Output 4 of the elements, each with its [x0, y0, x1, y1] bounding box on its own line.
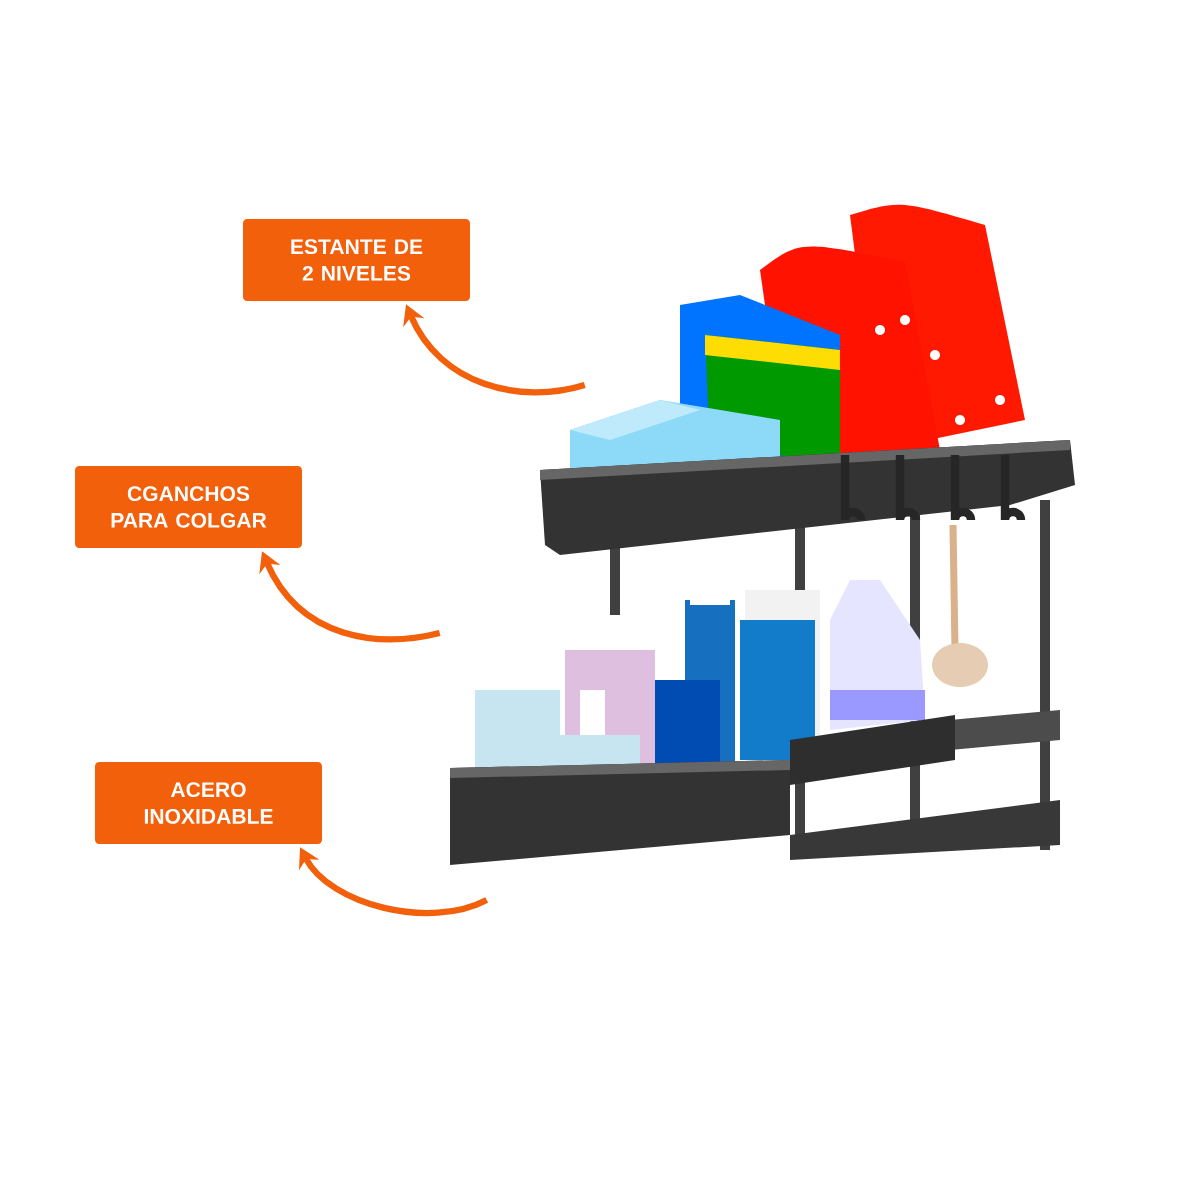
- label-box: ESTANTE DE 2 NIVELES: [243, 219, 470, 301]
- label-box: ACERO INOXIDABLE: [95, 762, 322, 844]
- shelf-drawing: [450, 204, 1075, 865]
- label-box: CGANCHOS PARA COLGAR: [75, 466, 302, 548]
